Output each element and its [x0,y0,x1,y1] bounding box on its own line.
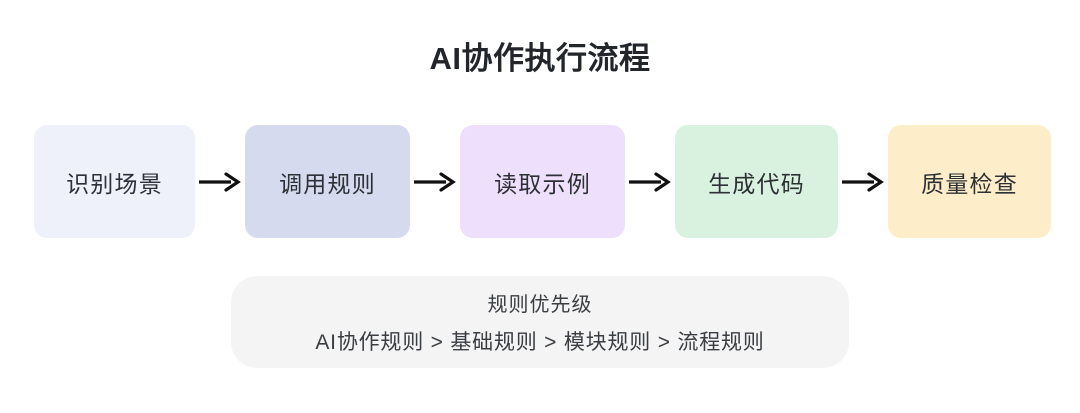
rule-priority-chain: AI协作规则 > 基础规则 > 模块规则 > 流程规则 [315,331,765,354]
flow-step-label: 读取示例 [494,170,591,197]
arrow-right-icon [838,169,888,195]
arrow-right-icon [410,169,460,195]
flow-step-label: 调用规则 [279,170,376,197]
flow-step-identify-scenario[interactable]: 识别场景 [34,125,195,238]
page-title: AI协作执行流程 [429,41,651,76]
arrow-right-icon [625,169,675,195]
rule-priority-panel: 规则优先级 AI协作规则 > 基础规则 > 模块规则 > 流程规则 [231,276,849,368]
flow-step-label: 质量检查 [921,170,1018,197]
flow-step-generate-code[interactable]: 生成代码 [675,125,838,238]
flow-steps-row: 识别场景 调用规则 读取示例 [34,125,1051,238]
flow-step-quality-check[interactable]: 质量检查 [888,125,1051,238]
flow-step-label: 识别场景 [66,170,163,197]
flow-step-label: 生成代码 [708,170,805,197]
rule-priority-title: 规则优先级 [487,294,593,316]
arrow-right-icon [195,169,245,195]
flow-step-read-examples[interactable]: 读取示例 [460,125,625,238]
flow-step-invoke-rules[interactable]: 调用规则 [245,125,410,238]
